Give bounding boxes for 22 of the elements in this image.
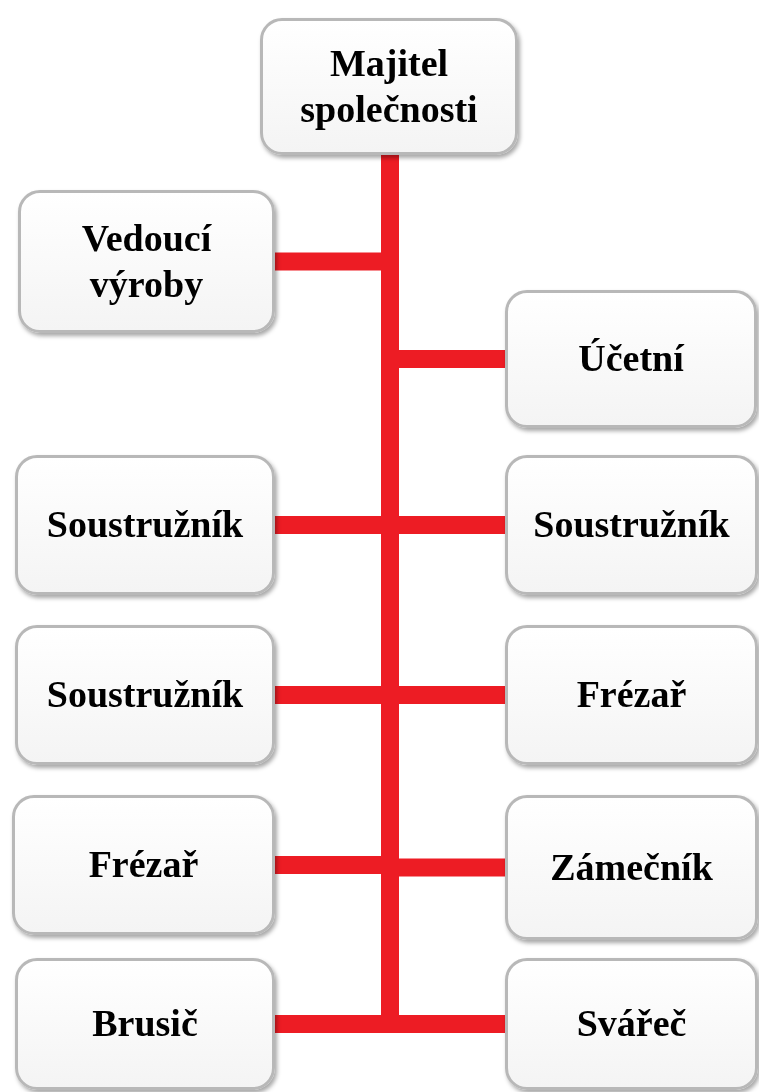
role-title: Soustružník <box>46 502 244 548</box>
org-box <box>505 958 758 1090</box>
org-box <box>505 290 757 428</box>
role-title: Účetní <box>578 336 684 382</box>
role-title: Brusič <box>92 1001 198 1047</box>
org-box <box>505 795 758 940</box>
org-box <box>505 625 758 765</box>
role-title: Soustružník <box>46 672 244 718</box>
org-box <box>18 190 275 333</box>
role-title: Zámečník <box>550 844 713 890</box>
role-title: Svářeč <box>576 1001 687 1047</box>
org-box <box>15 958 275 1090</box>
org-box <box>505 455 758 595</box>
org-box <box>12 795 275 935</box>
org-box <box>15 455 275 595</box>
role-title: Soustružník <box>533 502 730 548</box>
org-box <box>15 625 275 765</box>
role-title: Frézař <box>576 672 687 718</box>
role-title: Vedoucí výroby <box>80 215 213 307</box>
org-box <box>260 18 518 155</box>
role-title: Majitel společnosti <box>299 40 479 132</box>
role-title: Frézař <box>88 842 199 888</box>
